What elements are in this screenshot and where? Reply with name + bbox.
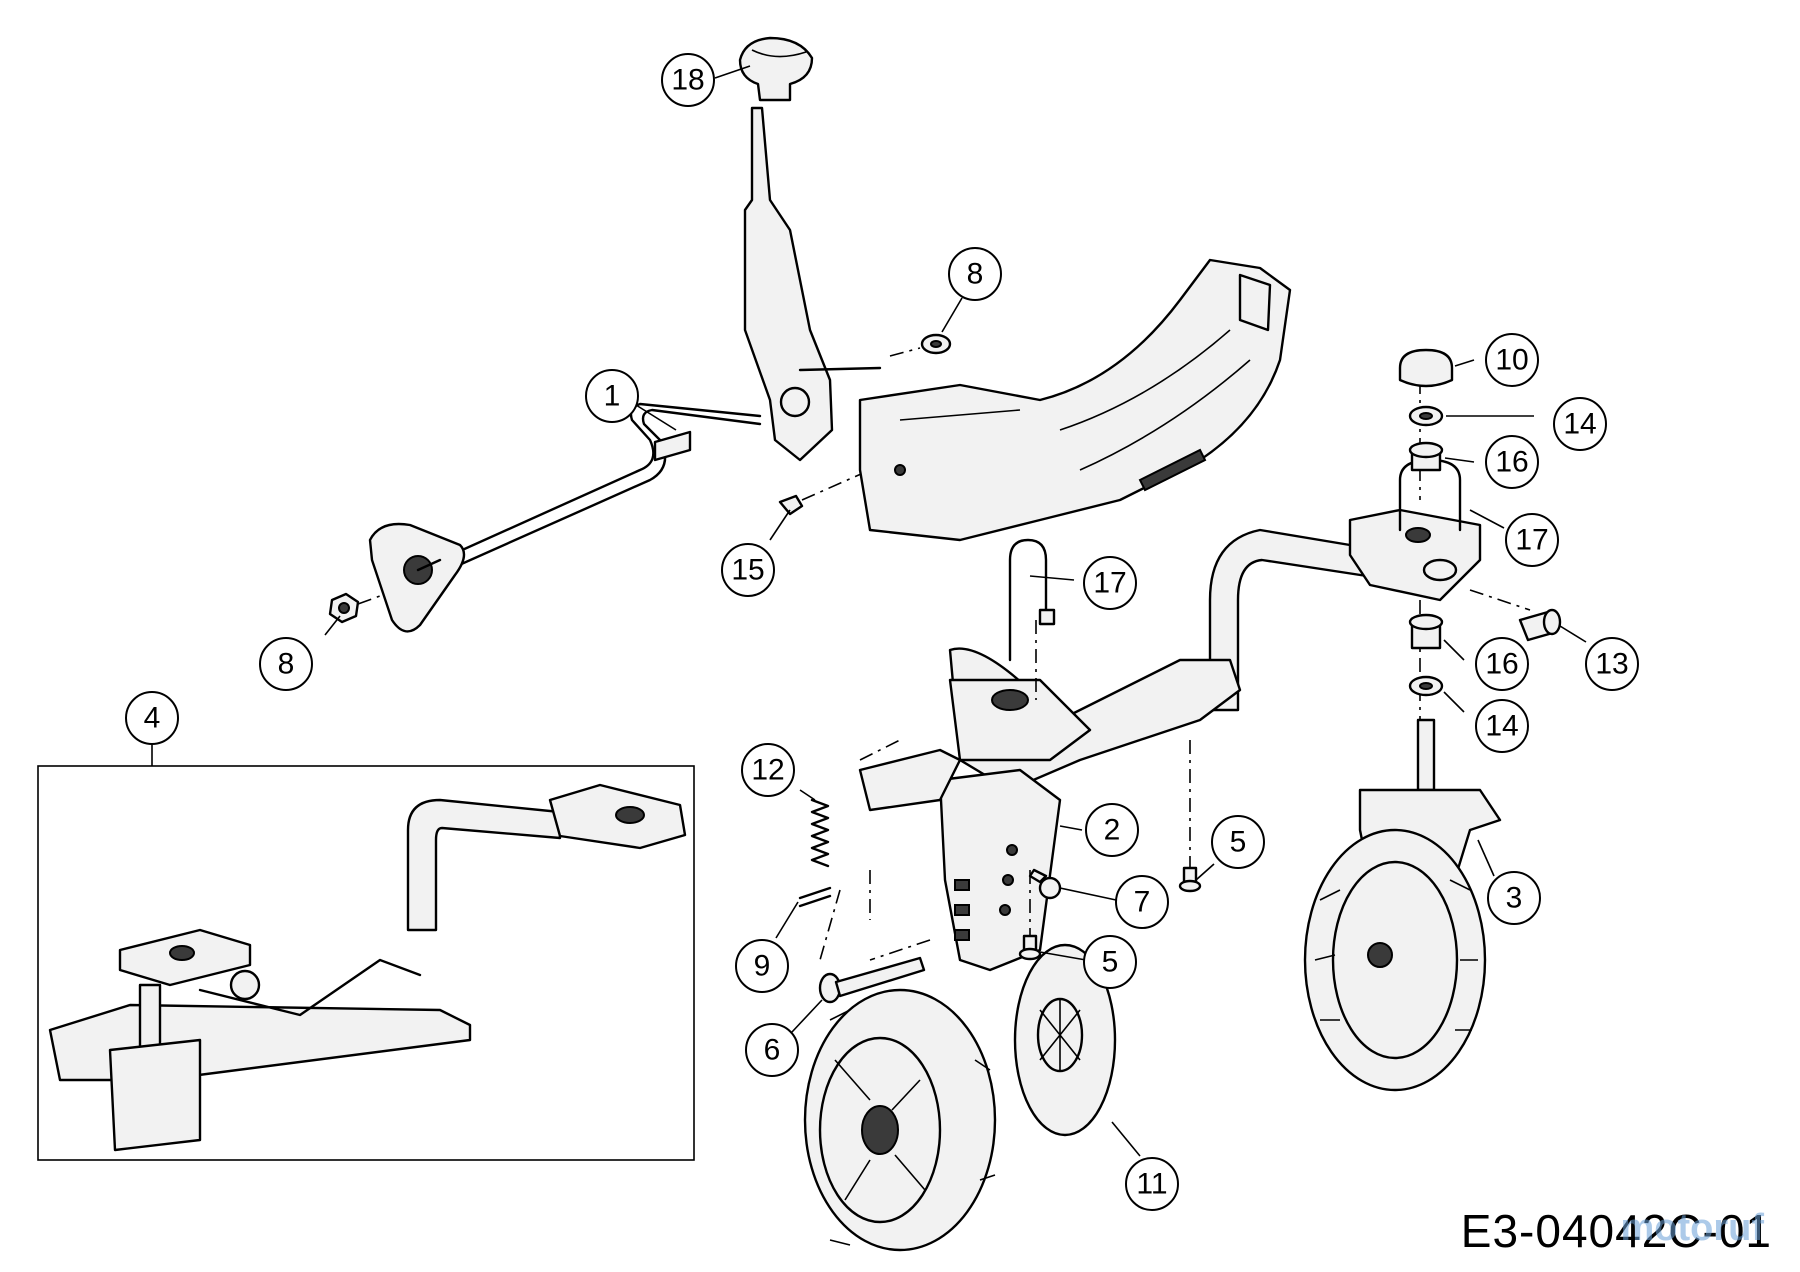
- callout-label: 10: [1495, 344, 1528, 377]
- u-pin-left: [1008, 538, 1056, 662]
- callout-label: 17: [1093, 567, 1126, 600]
- callout-label: 9: [754, 950, 771, 983]
- callout-12: 12: [741, 743, 795, 797]
- axle-bolt: [818, 956, 926, 1004]
- frame-assembly: [858, 508, 1482, 972]
- washer-right: [889, 333, 952, 357]
- callout-9: 9: [735, 939, 789, 993]
- deflector-housing: [858, 258, 1292, 542]
- callout-16-top: 16: [1485, 435, 1539, 489]
- watermark-logo: motoruf: [1620, 1207, 1764, 1249]
- callout-label: 1: [604, 380, 621, 413]
- callout-label: 14: [1485, 710, 1518, 743]
- callout-5-upper: 5: [1211, 815, 1265, 869]
- spring: [810, 798, 830, 868]
- callout-label: 11: [1136, 1168, 1167, 1201]
- callout-15: 15: [721, 543, 775, 597]
- washer-lower: [1408, 675, 1444, 697]
- callout-label: 3: [1506, 882, 1523, 915]
- callout-label: 12: [751, 754, 784, 787]
- caster-wheel: [1303, 718, 1502, 1092]
- screw-lower: [1018, 934, 1042, 961]
- callout-label: 16: [1495, 446, 1528, 479]
- callout-label: 18: [671, 64, 704, 97]
- callout-3: 3: [1487, 871, 1541, 925]
- hub-cap: [1013, 943, 1117, 1137]
- cotter-pin: [798, 886, 832, 908]
- callout-label: 8: [967, 258, 984, 291]
- assembly-lines: [819, 380, 1531, 961]
- callout-18: 18: [661, 53, 715, 107]
- callout-2: 2: [1085, 803, 1139, 857]
- drawing-code: E3-04042C-01: [1460, 1205, 1772, 1257]
- detail-box-assembly-4: [37, 744, 695, 1161]
- callout-13: 13: [1585, 637, 1639, 691]
- callout-label: 5: [1230, 826, 1247, 859]
- callout-label: 8: [278, 648, 295, 681]
- screw-upper: [1178, 866, 1202, 893]
- callout-label: 15: [731, 554, 764, 587]
- leader-lines: [324, 65, 1587, 1157]
- callout-label: 4: [144, 702, 161, 735]
- washer-top: [1408, 405, 1444, 427]
- callout-label: 2: [1104, 814, 1121, 847]
- callout-label: 17: [1515, 524, 1548, 557]
- plug: [1518, 608, 1562, 642]
- callout-17-left: 17: [1083, 556, 1137, 610]
- callout-8-right: 8: [948, 247, 1002, 301]
- callout-11: 11: [1125, 1157, 1179, 1211]
- callout-4: 4: [125, 691, 179, 745]
- callout-14-lower: 14: [1475, 699, 1529, 753]
- callout-17-right: 17: [1505, 513, 1559, 567]
- callout-5-lower: 5: [1083, 935, 1137, 989]
- callout-16-lower: 16: [1475, 637, 1529, 691]
- callout-8-left: 8: [259, 637, 313, 691]
- nut-left: [328, 592, 381, 624]
- shift-lever: [738, 36, 834, 462]
- callout-6: 6: [745, 1023, 799, 1077]
- callout-1: 1: [585, 369, 639, 423]
- callout-7: 7: [1115, 875, 1169, 929]
- bushing-lower: [1408, 613, 1444, 650]
- callout-label: 7: [1134, 886, 1151, 919]
- bolt-15: [778, 469, 871, 516]
- rear-wheel: [803, 988, 997, 1252]
- callout-label: 5: [1102, 946, 1119, 979]
- callout-label: 16: [1485, 648, 1518, 681]
- pivot-plate: [368, 522, 466, 633]
- callout-10: 10: [1485, 333, 1539, 387]
- cap: [1398, 348, 1454, 388]
- callout-label: 14: [1563, 408, 1596, 441]
- callout-14-top: 14: [1553, 397, 1607, 451]
- bushing-top: [1408, 441, 1444, 472]
- callout-label: 13: [1595, 648, 1628, 681]
- callout-label: 6: [764, 1034, 781, 1067]
